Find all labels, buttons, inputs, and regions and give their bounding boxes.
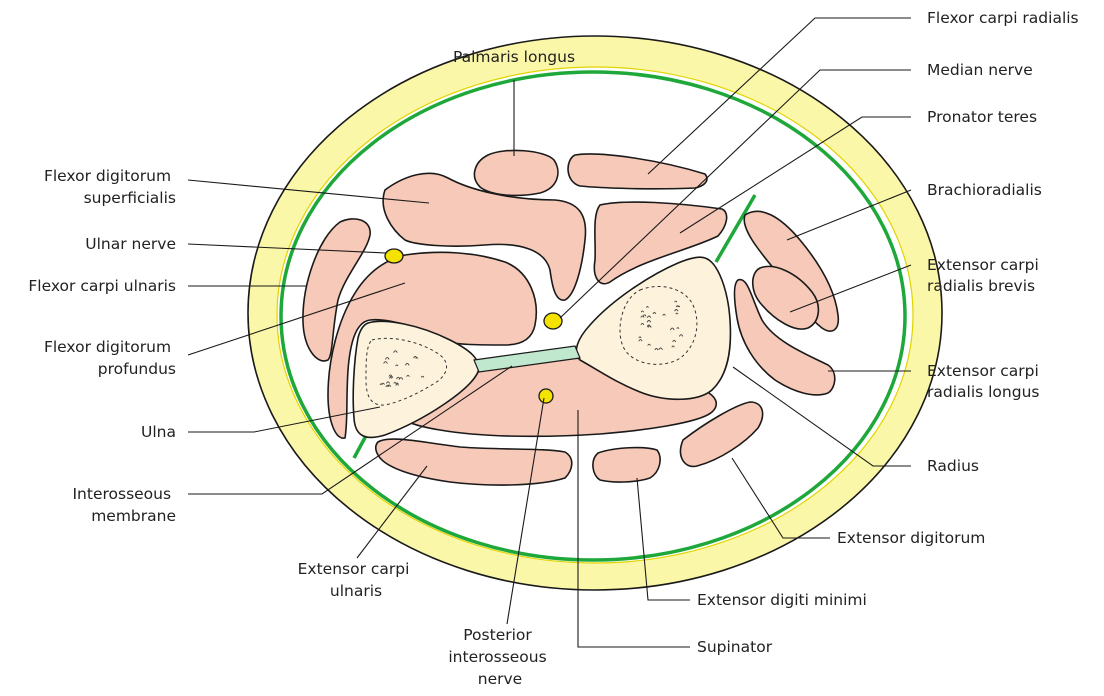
label-palmaris-longus: Palmaris longus <box>453 48 575 66</box>
palmaris-longus-muscle <box>474 150 557 195</box>
label-brachioradialis: Brachioradialis <box>927 181 1042 199</box>
median-nerve <box>544 313 562 329</box>
label-extensor-carpi-ulnaris: Extensor carpi ulnaris <box>298 560 415 600</box>
label-supinator: Supinator <box>697 638 773 656</box>
posterior-interosseous-nerve <box>539 389 553 403</box>
label-ulnar-nerve: Ulnar nerve <box>85 235 176 253</box>
label-pronator-teres: Pronator teres <box>927 108 1037 126</box>
extensor-digiti-minimi-muscle <box>593 448 660 482</box>
label-median-nerve: Median nerve <box>927 61 1033 79</box>
label-interosseous-membrane: Interosseous membrane <box>72 485 176 525</box>
label-ulna: Ulna <box>141 423 176 441</box>
label-extensor-carpi-radialis-longus: Extensor carpi radialis longus <box>927 362 1044 401</box>
label-radius: Radius <box>927 457 979 475</box>
label-flexor-carpi-radialis: Flexor carpi radialis <box>927 9 1079 27</box>
label-flexor-digitorum-superficialis: Flexor digitorum superficialis <box>44 167 176 207</box>
label-flexor-carpi-ulnaris: Flexor carpi ulnaris <box>28 277 176 295</box>
ulnar-nerve <box>385 249 403 263</box>
label-extensor-carpi-radialis-brevis: Extensor carpi radialis brevis <box>927 256 1044 295</box>
label-extensor-digiti-minimi: Extensor digiti minimi <box>697 591 867 609</box>
label-posterior-interosseous-nerve: Posterior interosseous nerve <box>448 626 551 688</box>
label-flexor-digitorum-profundus: Flexor digitorum profundus <box>44 338 176 378</box>
label-extensor-digitorum: Extensor digitorum <box>837 529 985 547</box>
